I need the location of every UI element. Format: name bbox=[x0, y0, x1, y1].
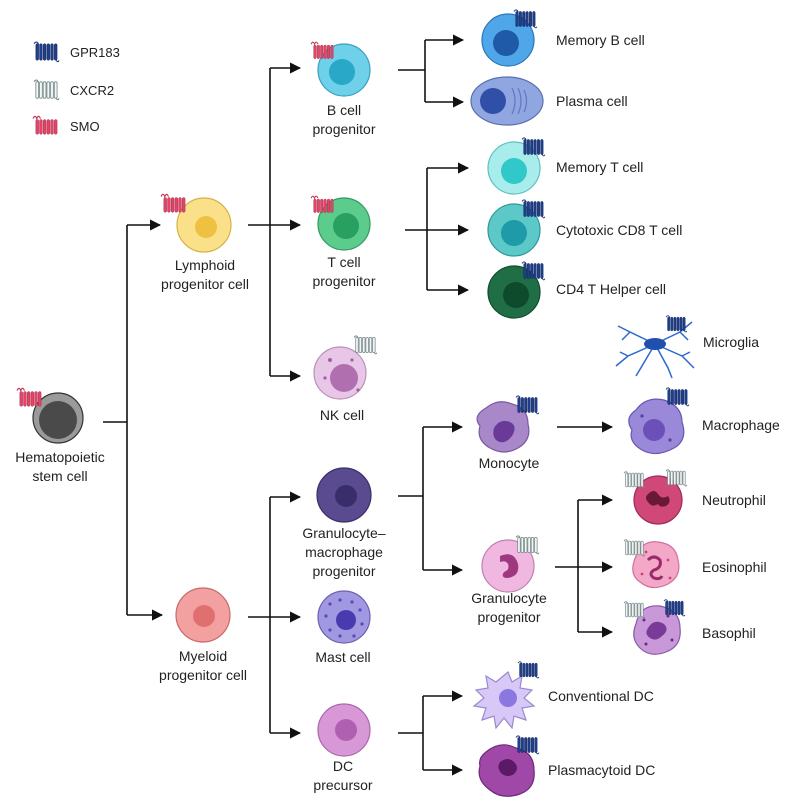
dc-precursor: DC precursor bbox=[313, 703, 373, 793]
legend-label-cxcr2: CXCR2 bbox=[70, 83, 114, 98]
monocyte-label: Monocyte bbox=[479, 455, 540, 471]
conventional-dc-label: Conventional DC bbox=[548, 688, 654, 704]
b-cell-progenitor: B cell progenitor bbox=[310, 41, 376, 137]
cd4-t-cell-label: CD4 T Helper cell bbox=[556, 281, 666, 297]
smo-receptor-icon bbox=[310, 41, 334, 60]
cxcr2-receptor-icon bbox=[623, 539, 646, 557]
microglia: Microglia bbox=[615, 315, 759, 379]
granulocyte-progenitor: Granulocyte progenitor bbox=[471, 535, 547, 625]
macrophage-label: Macrophage bbox=[702, 417, 780, 433]
myeloid-label-line1: Myeloid bbox=[179, 648, 227, 664]
dc-precursor-label-line1: DC bbox=[333, 758, 353, 774]
legend: GPR183 CXCR2 SMO bbox=[32, 41, 120, 135]
myeloid-progenitor-cell: Myeloid progenitor cell bbox=[159, 587, 247, 683]
plasma-cell: Plasma cell bbox=[470, 76, 628, 126]
gpr183-receptor-icon bbox=[515, 735, 540, 755]
cd4-t-helper-cell: CD4 T Helper cell bbox=[487, 261, 666, 319]
t-progenitor-label-line2: progenitor bbox=[312, 273, 375, 289]
basophil: Basophil bbox=[623, 599, 756, 655]
lymphoid-label-line1: Lymphoid bbox=[175, 257, 235, 273]
gran-prog-label-line2: progenitor bbox=[477, 609, 540, 625]
nk-cell-label: NK cell bbox=[320, 407, 364, 423]
myeloid-label-line2: progenitor cell bbox=[159, 667, 247, 683]
cxcr2-receptor-icon bbox=[623, 471, 646, 489]
smo-receptor-icon bbox=[16, 387, 42, 407]
cxcr2-receptor-icon bbox=[353, 335, 378, 355]
cxcr2-receptor-icon bbox=[665, 469, 688, 487]
b-progenitor-label-line2: progenitor bbox=[312, 121, 375, 137]
b-progenitor-label-line1: B cell bbox=[327, 102, 361, 118]
macrophage: Macrophage bbox=[628, 387, 780, 455]
gmp-label-line3: progenitor bbox=[312, 563, 375, 579]
neutrophil: Neutrophil bbox=[623, 469, 766, 525]
memory-b-cell-label: Memory B cell bbox=[556, 32, 645, 48]
gpr183-receptor-icon bbox=[665, 387, 690, 407]
legend-label-gpr183: GPR183 bbox=[70, 45, 120, 60]
gran-prog-label-line1: Granulocyte bbox=[471, 590, 547, 606]
hsc-label-line1: Hematopoietic bbox=[15, 449, 105, 465]
memory-t-cell: Memory T cell bbox=[487, 137, 643, 195]
memory-b-cell: Memory B cell bbox=[481, 9, 645, 67]
monocyte: Monocyte bbox=[476, 395, 540, 471]
nk-cell: NK cell bbox=[313, 335, 378, 423]
basophil-label: Basophil bbox=[702, 625, 756, 641]
hematopoietic-stem-cell: Hematopoietic stem cell bbox=[15, 387, 105, 484]
eosinophil: Eosinophil bbox=[623, 539, 767, 589]
lymphoid-label-line2: progenitor cell bbox=[161, 276, 249, 292]
smo-receptor-icon bbox=[32, 115, 58, 135]
plasmacytoid-dc-label: Plasmacytoid DC bbox=[548, 762, 655, 778]
memory-t-cell-label: Memory T cell bbox=[556, 159, 643, 175]
microglia-label: Microglia bbox=[703, 334, 759, 350]
t-progenitor-label-line1: T cell bbox=[327, 254, 360, 270]
conventional-dc: Conventional DC bbox=[472, 661, 654, 730]
cd8-t-cell-label: Cytotoxic CD8 T cell bbox=[556, 222, 682, 238]
smo-receptor-icon bbox=[310, 195, 334, 214]
gpr183-receptor-icon bbox=[515, 395, 540, 415]
lymphoid-progenitor-cell: Lymphoid progenitor cell bbox=[160, 193, 249, 292]
plasmacytoid-dc: Plasmacytoid DC bbox=[478, 735, 655, 797]
mast-cell: Mast cell bbox=[315, 590, 371, 665]
plasma-cell-label: Plasma cell bbox=[556, 93, 628, 109]
gpr183-receptor-icon bbox=[517, 661, 540, 679]
gmp-label-line2: macrophage bbox=[305, 544, 383, 560]
gmp-label-line1: Granulocyte– bbox=[302, 525, 385, 541]
eosinophil-label: Eosinophil bbox=[702, 559, 767, 575]
cytotoxic-cd8-t-cell: Cytotoxic CD8 T cell bbox=[487, 199, 682, 257]
gpr183-receptor-icon bbox=[33, 41, 60, 63]
t-cell-progenitor: T cell progenitor bbox=[310, 195, 376, 289]
lineage-connectors bbox=[103, 34, 614, 776]
legend-label-smo: SMO bbox=[70, 119, 100, 134]
cxcr2-receptor-icon bbox=[623, 601, 646, 619]
hsc-label-line2: stem cell bbox=[32, 468, 87, 484]
mast-cell-label: Mast cell bbox=[315, 649, 370, 665]
granulocyte-macrophage-progenitor: Granulocyte– macrophage progenitor bbox=[302, 467, 386, 579]
dc-precursor-label-line2: precursor bbox=[313, 777, 372, 793]
smo-receptor-icon bbox=[160, 193, 186, 213]
gpr183-receptor-icon bbox=[665, 315, 688, 333]
neutrophil-label: Neutrophil bbox=[702, 492, 766, 508]
cxcr2-receptor-icon bbox=[33, 79, 60, 101]
